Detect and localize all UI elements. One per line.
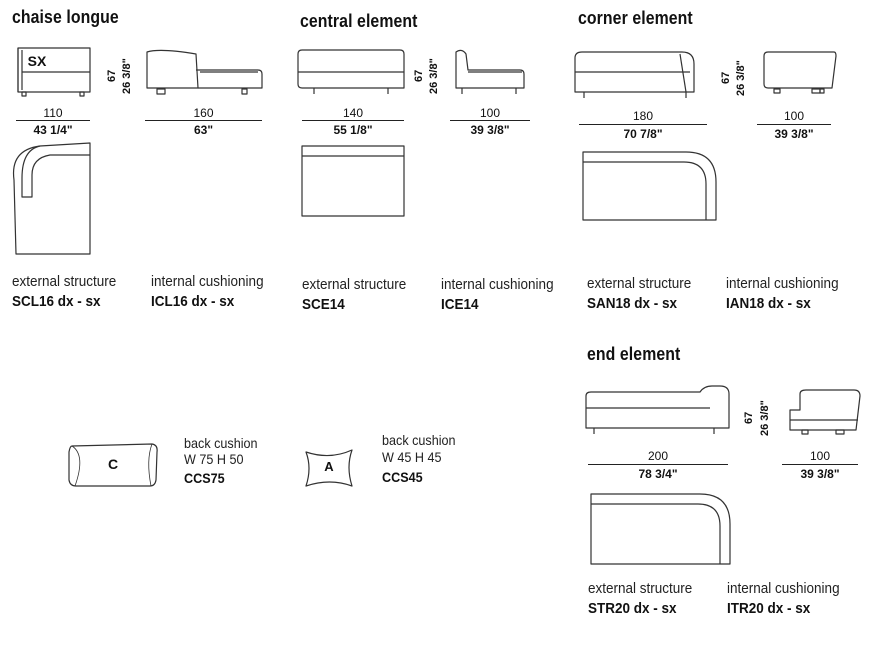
external-structure-label: external structure — [302, 276, 407, 293]
end-side-drawing — [789, 389, 861, 435]
chaise-heading: chaise longue — [12, 7, 119, 27]
front-width-in: 78 3/4" — [638, 467, 678, 481]
corner-side-drawing — [763, 51, 837, 94]
dim-rule — [302, 120, 404, 121]
side-tag: SX — [27, 53, 47, 69]
depth-cm: 100 — [479, 106, 501, 120]
internal-cushioning-code: ITR20 dx - sx — [727, 600, 811, 617]
cushion-label: back cushion — [184, 435, 258, 451]
external-structure-code: SCL16 dx - sx — [12, 293, 101, 310]
cushion-letter: C — [107, 456, 119, 472]
chaise-top-drawing — [12, 142, 91, 255]
dim-rule — [757, 124, 831, 125]
chaise-front-drawing — [17, 47, 91, 97]
height-in: 26 3/8" — [121, 58, 133, 94]
corner-heading: corner element — [578, 8, 693, 28]
internal-cushioning-label: internal cushioning — [441, 276, 554, 293]
central-heading: central element — [300, 11, 418, 31]
internal-cushioning-label: internal cushioning — [151, 273, 264, 290]
dim-rule — [145, 120, 262, 121]
height-cm: 67 — [720, 71, 732, 84]
dim-rule — [588, 464, 728, 465]
central-top-drawing — [301, 145, 405, 217]
front-width-cm: 110 — [43, 106, 63, 120]
cushion-code: CCS45 — [382, 469, 423, 485]
cushion-label: back cushion — [382, 432, 456, 448]
depth-in: 39 3/8" — [800, 467, 840, 481]
cushion-c-drawing — [68, 443, 158, 487]
depth-cm: 100 — [809, 449, 831, 463]
cushion-a-drawing — [305, 449, 353, 487]
front-width-in: 55 1/8" — [333, 123, 373, 137]
depth-in: 63" — [193, 123, 214, 137]
cushion-letter: A — [324, 459, 334, 474]
height-in: 26 3/8" — [735, 60, 747, 96]
end-heading: end element — [587, 344, 681, 364]
internal-cushioning-label: internal cushioning — [726, 275, 839, 292]
corner-top-drawing — [582, 151, 717, 221]
cushion-size: W 45 H 45 — [382, 449, 442, 465]
height-in: 26 3/8" — [759, 400, 771, 436]
depth-cm: 100 — [783, 109, 805, 123]
internal-cushioning-code: ICL16 dx - sx — [151, 293, 235, 310]
depth-in: 39 3/8" — [470, 123, 510, 137]
height-cm: 67 — [106, 69, 118, 82]
depth-in: 39 3/8" — [774, 127, 814, 141]
central-side-drawing — [455, 49, 525, 94]
dim-rule — [450, 120, 530, 121]
front-width-cm: 140 — [342, 106, 364, 120]
external-structure-code: SCE14 — [302, 296, 345, 313]
external-structure-label: external structure — [587, 275, 692, 292]
external-structure-code: STR20 dx - sx — [588, 600, 677, 617]
end-top-drawing — [590, 493, 731, 565]
cushion-size: W 75 H 50 — [184, 451, 244, 467]
internal-cushioning-label: internal cushioning — [727, 580, 840, 597]
height-in: 26 3/8" — [428, 58, 440, 94]
height-cm: 67 — [413, 69, 425, 82]
depth-cm: 160 — [193, 106, 214, 120]
front-width-cm: 200 — [647, 449, 669, 463]
internal-cushioning-code: ICE14 — [441, 296, 479, 313]
front-width-cm: 180 — [632, 109, 654, 123]
cushion-code: CCS75 — [184, 470, 225, 486]
dim-rule — [782, 464, 858, 465]
central-front-drawing — [297, 49, 405, 94]
internal-cushioning-code: IAN18 dx - sx — [726, 295, 811, 312]
chaise-side-drawing — [146, 49, 263, 95]
external-structure-label: external structure — [12, 273, 117, 290]
corner-front-drawing — [574, 51, 695, 98]
dim-rule — [16, 120, 90, 121]
end-front-drawing — [585, 385, 730, 434]
external-structure-label: external structure — [588, 580, 693, 597]
external-structure-code: SAN18 dx - sx — [587, 295, 678, 312]
dim-rule — [579, 124, 707, 125]
front-width-in: 70 7/8" — [623, 127, 663, 141]
front-width-in: 43 1/4" — [33, 123, 73, 137]
height-cm: 67 — [743, 411, 755, 424]
